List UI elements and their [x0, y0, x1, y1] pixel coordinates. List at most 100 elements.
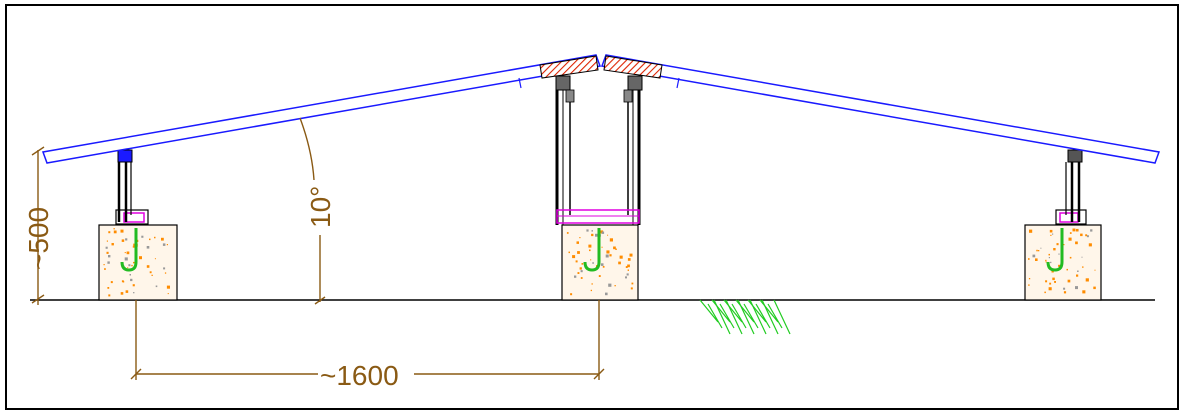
concrete-speckle	[162, 243, 166, 246]
foundation-block	[98, 224, 178, 301]
concrete-speckle	[1063, 244, 1065, 246]
concrete-speckle	[161, 237, 164, 241]
concrete-speckle	[1058, 253, 1060, 255]
foundation-right	[1024, 224, 1102, 301]
concrete-speckle	[577, 251, 580, 254]
concrete-speckle	[1068, 237, 1072, 241]
concrete-speckle	[104, 268, 106, 270]
concrete-speckle	[1067, 279, 1071, 283]
concrete-speckle	[125, 290, 129, 293]
concrete-speckle	[120, 292, 124, 295]
dimension-height	[31, 146, 45, 305]
concrete-speckle	[108, 231, 111, 234]
anchor-hook	[120, 228, 138, 272]
concrete-speckle	[1080, 233, 1083, 237]
concrete-speckle	[166, 285, 170, 289]
concrete-speckle	[625, 266, 628, 268]
concrete-speckle	[1052, 277, 1055, 281]
concrete-speckle	[590, 289, 592, 292]
concrete-speckle	[607, 234, 609, 236]
concrete-speckle	[106, 251, 109, 254]
concrete-speckle	[1045, 261, 1047, 263]
foundation-left	[98, 224, 178, 301]
concrete-speckle	[106, 240, 108, 242]
concrete-speckle	[1088, 243, 1092, 247]
concrete-speckle	[1053, 248, 1056, 251]
solar-panel-left	[41, 54, 602, 164]
concrete-speckle	[132, 284, 135, 287]
concrete-speckle	[1050, 234, 1052, 236]
concrete-speckle	[131, 264, 133, 267]
concrete-speckle	[124, 252, 126, 254]
anchor-hook	[1046, 228, 1064, 272]
concrete-speckle	[591, 283, 593, 285]
concrete-speckle	[614, 285, 616, 287]
concrete-speckle	[120, 229, 124, 233]
concrete-speckle	[1045, 280, 1048, 283]
concrete-speckle	[609, 238, 613, 242]
concrete-speckle	[154, 236, 156, 239]
concrete-speckle	[1045, 259, 1047, 262]
concrete-speckle	[1082, 290, 1086, 294]
concrete-speckle	[139, 256, 142, 260]
concrete-speckle	[1090, 229, 1093, 232]
concrete-speckle	[113, 228, 115, 230]
support-post-left	[115, 149, 149, 225]
concrete-speckle	[1093, 286, 1096, 290]
concrete-speckle	[588, 244, 592, 248]
grass-stroke	[759, 299, 791, 335]
concrete-speckle	[1076, 274, 1079, 277]
concrete-speckle	[1081, 256, 1083, 258]
concrete-speckle	[618, 261, 621, 265]
concrete-speckle	[580, 270, 583, 273]
concrete-speckle	[133, 292, 135, 294]
concrete-speckle	[608, 283, 612, 287]
dimension-angle-label: 10°	[305, 186, 336, 228]
ridge-clamp-right	[603, 55, 663, 79]
concrete-speckle	[1075, 241, 1078, 245]
concrete-speckle	[1058, 264, 1061, 267]
concrete-speckle	[605, 292, 608, 296]
concrete-speckle	[580, 277, 583, 279]
concrete-speckle	[1051, 270, 1054, 273]
concrete-speckle	[579, 267, 582, 270]
ridge-clamp-left	[539, 55, 599, 79]
concrete-speckle	[1085, 278, 1089, 282]
concrete-speckle	[166, 244, 168, 246]
concrete-speckle	[1044, 291, 1046, 294]
concrete-speckle	[163, 267, 166, 270]
panel-clamp	[555, 75, 571, 91]
concrete-speckle	[133, 261, 135, 264]
concrete-speckle	[572, 255, 576, 259]
concrete-speckle	[568, 251, 570, 254]
base-bracket-magenta	[1059, 212, 1079, 223]
concrete-speckle	[1048, 287, 1052, 291]
anchor-hook	[583, 228, 601, 272]
concrete-speckle	[1069, 256, 1072, 259]
concrete-speckle	[105, 246, 108, 249]
concrete-speckle	[591, 233, 594, 237]
concrete-speckle	[146, 265, 150, 268]
concrete-speckle	[598, 275, 601, 277]
concrete-speckle	[155, 285, 158, 288]
concrete-speckle	[1086, 235, 1089, 238]
concrete-speckle	[1085, 234, 1088, 237]
concrete-speckle	[601, 246, 603, 248]
concrete-speckle	[1032, 254, 1036, 258]
dimension-angle	[299, 117, 326, 305]
concrete-speckle	[1075, 229, 1079, 232]
concrete-speckle	[1040, 247, 1042, 249]
concrete-speckle	[626, 273, 629, 276]
concrete-speckle	[124, 257, 128, 261]
concrete-speckle	[108, 255, 111, 258]
support-post-right	[1055, 149, 1087, 225]
concrete-speckle	[606, 250, 610, 254]
concrete-speckle	[576, 241, 579, 244]
support-frame-center	[555, 75, 643, 225]
concrete-speckle	[141, 235, 144, 238]
concrete-speckle	[110, 281, 113, 284]
concrete-speckle	[581, 263, 584, 265]
concrete-speckle	[129, 274, 131, 276]
concrete-speckle	[127, 267, 129, 269]
concrete-speckle	[103, 264, 105, 266]
